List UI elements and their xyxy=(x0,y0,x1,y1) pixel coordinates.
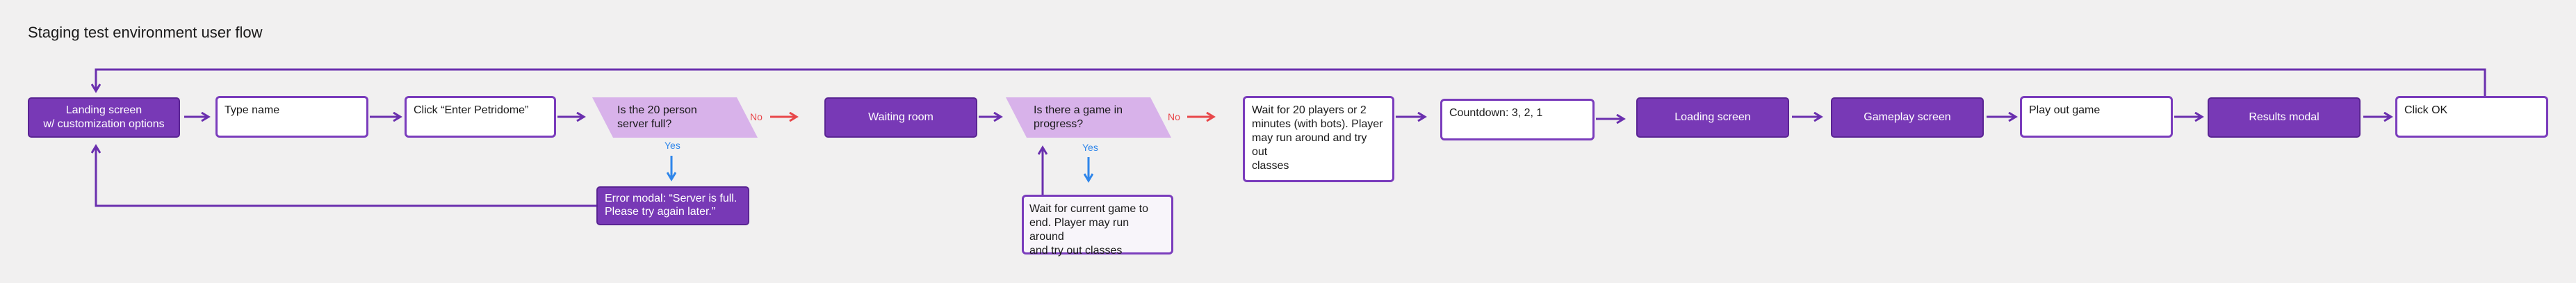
node-wait-20-players: Wait for 20 players or 2 minutes (with b… xyxy=(1243,96,1394,182)
node-error-modal: Error modal: “Server is full. Please try… xyxy=(596,186,749,225)
arrow-loop-clickok-to-landing xyxy=(96,68,2486,96)
node-type-name: Type name xyxy=(215,96,368,138)
node-waiting-room: Waiting room xyxy=(824,97,977,138)
label-no-server-full: No xyxy=(750,111,763,122)
node-results-modal: Results modal xyxy=(2208,97,2361,138)
node-gameplay-screen: Gameplay screen xyxy=(1831,97,1984,138)
label-yes-game-in-progress: Yes xyxy=(1082,142,1098,153)
node-countdown: Countdown: 3, 2, 1 xyxy=(1440,99,1595,140)
decision-server-full: Is the 20 person server full? xyxy=(617,104,697,130)
node-landing-screen: Landing screen w/ customization options xyxy=(28,97,180,138)
node-wait-current-game: Wait for current game to end. Player may… xyxy=(1022,195,1173,257)
label-no-game-in-progress: No xyxy=(1168,111,1180,122)
decision-game-in-progress: Is there a game in progress? xyxy=(1034,104,1123,130)
node-play-out-game: Play out game xyxy=(2020,96,2173,138)
label-yes-server-full: Yes xyxy=(665,140,680,151)
node-click-ok: Click OK xyxy=(2395,96,2548,138)
decision-shape-game-in-progress xyxy=(1006,97,1171,138)
node-enter-petridome: Click “Enter Petridome” xyxy=(405,96,556,138)
decision-shape-server-full xyxy=(592,97,758,138)
node-loading-screen: Loading screen xyxy=(1636,97,1789,138)
arrow-error-to-landing xyxy=(96,146,596,207)
page-title: Staging test environment user flow xyxy=(28,24,263,41)
